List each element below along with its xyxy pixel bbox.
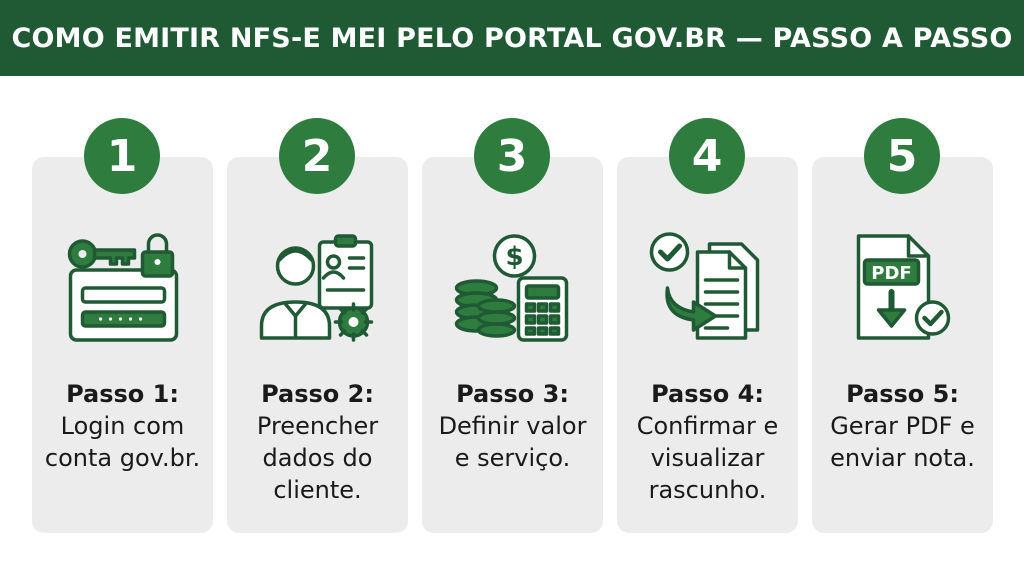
step-description-2: Preencher dados do cliente. <box>256 412 379 504</box>
step-title-4: Passo 4: <box>651 380 764 408</box>
step-card-3 <box>422 157 603 533</box>
step-card-2 <box>227 157 408 533</box>
page-title: COMO EMITIR NFS-E MEI PELO PORTAL GOV.BR… <box>11 22 1013 54</box>
step-title-5: Passo 5: <box>846 380 959 408</box>
check-documents-arrow-icon <box>647 230 768 345</box>
step-card-1 <box>32 157 213 533</box>
coins-calculator-icon: $ <box>452 230 573 345</box>
pdf-label: PDF <box>871 263 911 284</box>
step-number-badge-5: 5 <box>864 118 940 194</box>
step-title-1: Passo 1: <box>66 380 179 408</box>
step-description-5: Gerar PDF e enviar nota. <box>830 412 975 472</box>
step-description-1: Login com conta gov.br. <box>44 412 201 472</box>
header-banner: COMO EMITIR NFS-E MEI PELO PORTAL GOV.BR… <box>0 0 1024 76</box>
step-number-badge-1: 1 <box>84 118 160 194</box>
step-number-badge-3: 3 <box>474 118 550 194</box>
step-description-3: Definir valor e serviço. <box>438 412 587 472</box>
step-caption-3: Passo 3: Definir valor e serviço. <box>422 378 603 474</box>
step-title-2: Passo 2: <box>261 380 374 408</box>
step-caption-4: Passo 4: Confirmar e visualizar rascunho… <box>617 378 798 506</box>
step-caption-5: Passo 5: Gerar PDF e enviar nota. <box>812 378 993 474</box>
person-clipboard-gear-icon <box>257 230 378 345</box>
pdf-download-check-icon: PDF <box>842 230 963 345</box>
step-title-3: Passo 3: <box>456 380 569 408</box>
step-description-4: Confirmar e visualizar rascunho. <box>636 412 779 504</box>
step-card-5 <box>812 157 993 533</box>
svg-text:$: $ <box>505 242 523 272</box>
step-number-badge-2: 2 <box>279 118 355 194</box>
step-caption-2: Passo 2: Preencher dados do cliente. <box>227 378 408 506</box>
key-lock-login-icon <box>62 230 183 345</box>
step-caption-1: Passo 1: Login com conta gov.br. <box>32 378 213 474</box>
step-card-4 <box>617 157 798 533</box>
step-number-badge-4: 4 <box>669 118 745 194</box>
